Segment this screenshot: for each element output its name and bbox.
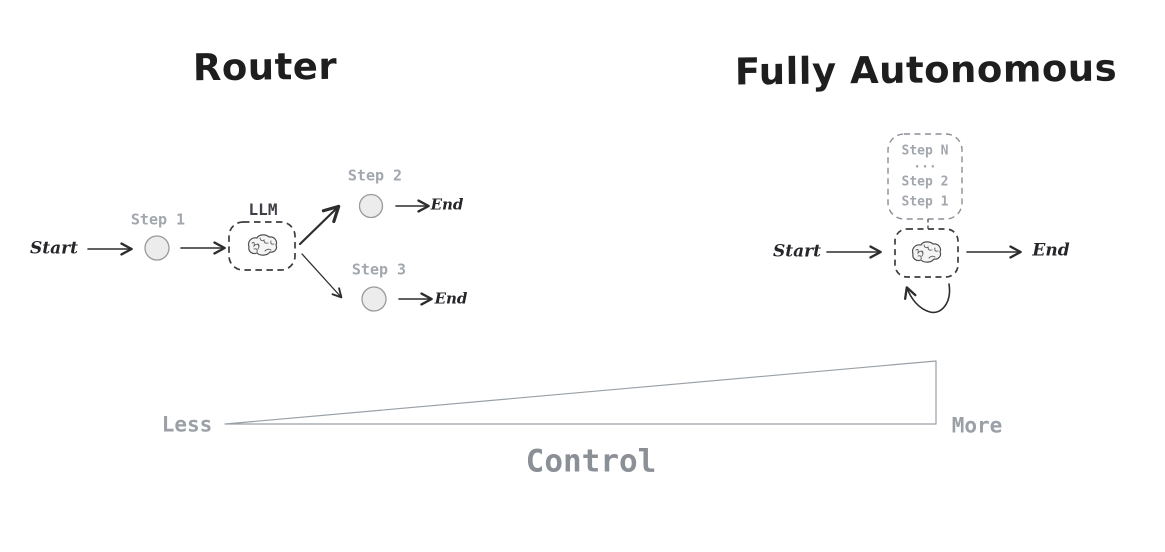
step2-end-label: End: [430, 195, 464, 214]
less-label: Less: [161, 412, 213, 437]
control-scale: [224, 360, 937, 425]
step1-node: [144, 235, 170, 261]
autonomous-end-label: End: [1032, 240, 1070, 261]
fully-autonomous-diagram: [826, 133, 1022, 314]
arrow-llm-to-step2: [298, 204, 341, 246]
more-label: More: [951, 413, 1003, 438]
llm-box: [228, 221, 296, 271]
autonomous-llm-box: [894, 228, 959, 278]
step3-label: Step 3: [351, 260, 407, 279]
stack-step-n-label: Step N: [901, 143, 949, 159]
step2-node: [358, 193, 384, 219]
arrow-llm-to-step3: [301, 253, 343, 299]
self-loop-arrow: [903, 283, 951, 314]
llm-label: LLM: [248, 200, 278, 219]
control-gradient-triangle: [224, 360, 937, 425]
step3-end-label: End: [434, 289, 468, 308]
fully-autonomous-title: Fully Autonomous: [734, 46, 1118, 94]
control-label: Control: [525, 443, 657, 480]
router-start-label: Start: [30, 238, 78, 259]
step2-label: Step 2: [347, 166, 403, 185]
autonomous-start-label: Start: [773, 241, 821, 262]
step3-node: [361, 286, 387, 312]
brain-icon: [911, 241, 942, 263]
step-stack-box: [887, 133, 963, 220]
stack-step-2-label: Step 2: [901, 174, 949, 190]
router-title: Router: [192, 44, 338, 90]
step1-label: Step 1: [130, 210, 186, 229]
stack-step-1-label: Step 1: [901, 194, 949, 210]
router-diagram: [87, 193, 433, 312]
stack-ellipsis-label: ...: [913, 156, 937, 172]
brain-icon: [247, 234, 278, 256]
